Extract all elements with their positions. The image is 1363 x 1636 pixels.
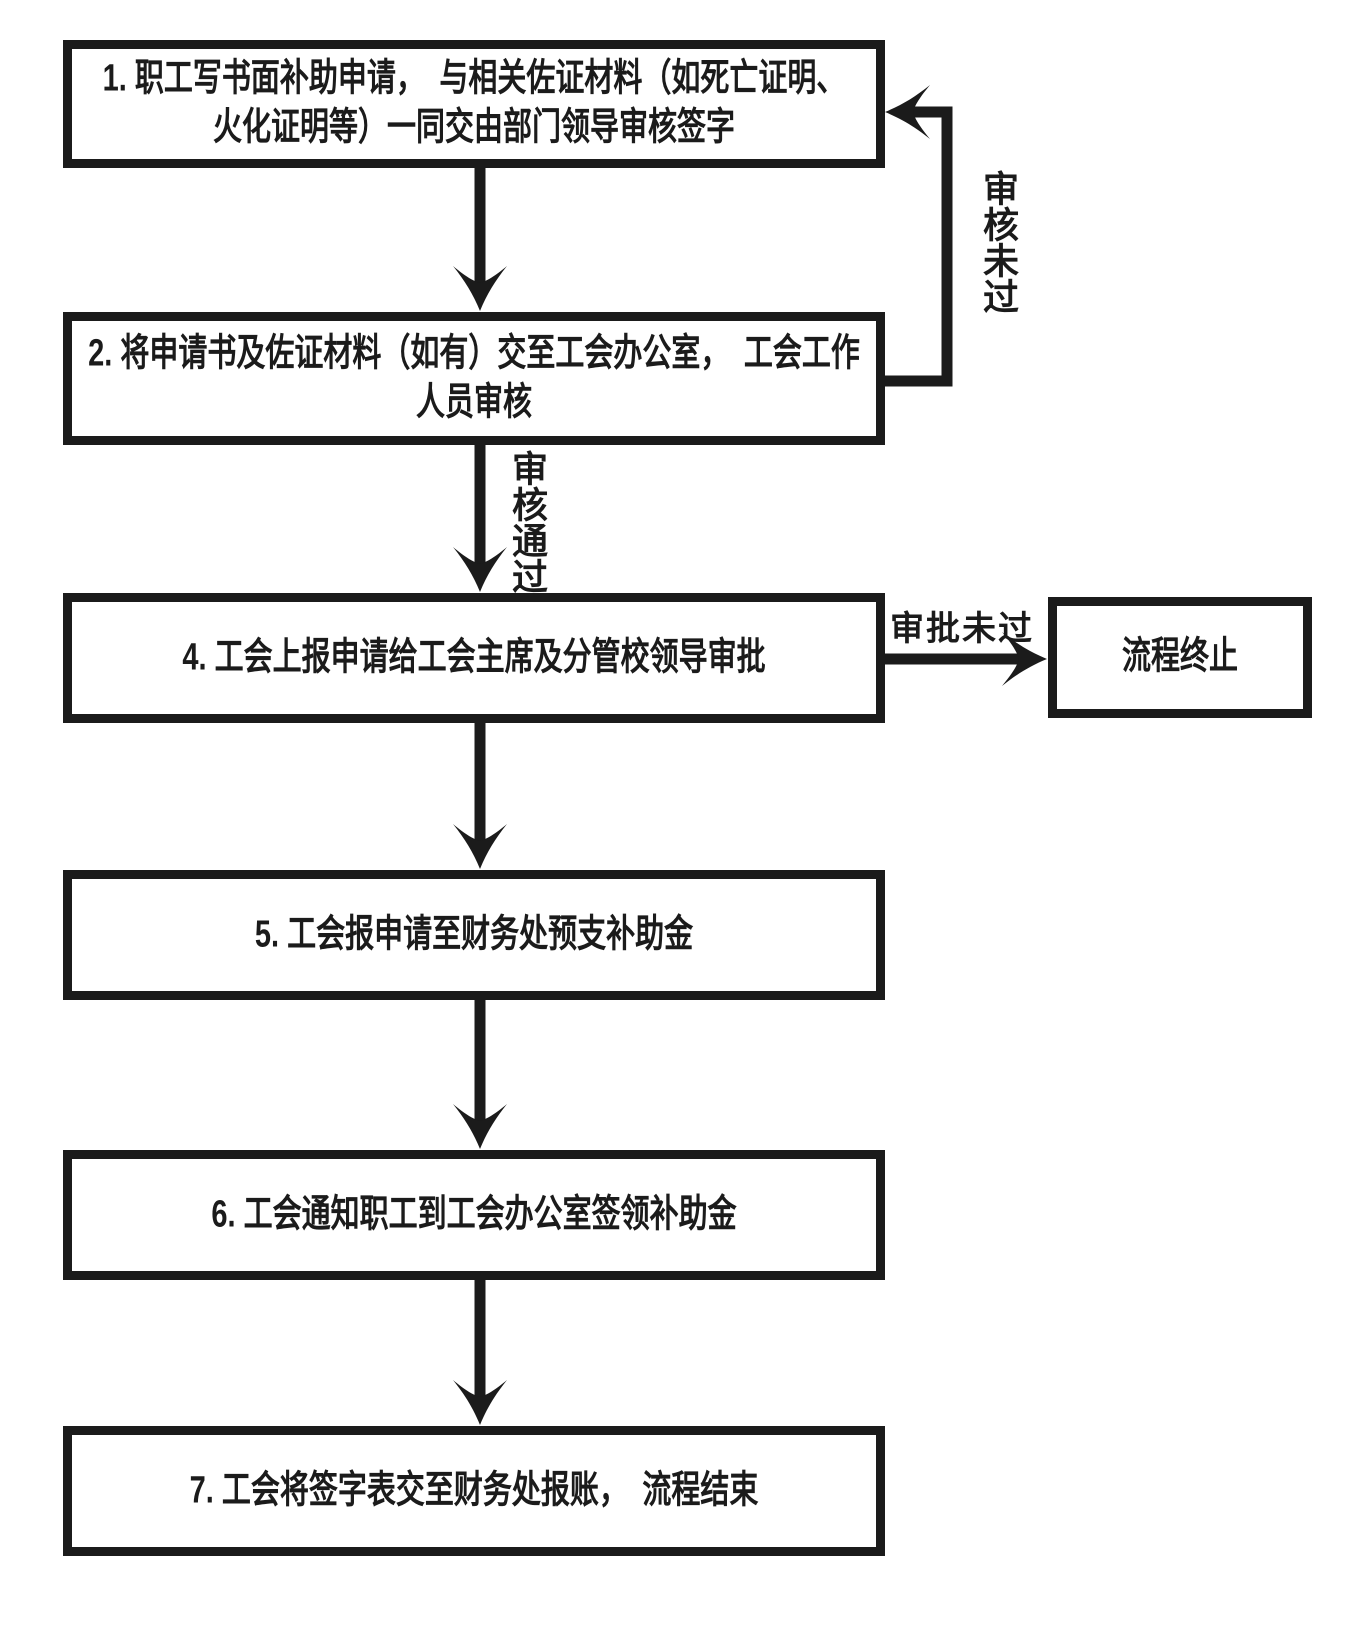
flow-step-5-box: 5. 工会报申请至财务处预支补助金	[63, 870, 885, 1000]
flow-step-2-text-line-2: 人员审核	[415, 381, 532, 424]
flow-step-1-text-line-2: 火化证明等）一同交由部门领导审核签字	[212, 106, 735, 149]
edge-label-review-fail: 审核未过	[978, 170, 1019, 314]
flow-step-7-text: 7. 工会将签字表交至财务处报账， 流程结束	[189, 1469, 759, 1512]
terminate-box: 流程终止	[1048, 597, 1312, 718]
flow-step-1-box: 1. 职工写书面补助申请， 与相关佐证材料（如死亡证明、 火化证明等）一同交由部…	[63, 40, 885, 168]
edge-label-review-pass: 审核通过	[507, 450, 548, 594]
connector-step2-to-step4	[453, 445, 507, 592]
connector-step1-to-step2	[453, 168, 507, 311]
flow-step-7-box: 7. 工会将签字表交至财务处报账， 流程结束	[63, 1426, 885, 1556]
connector-step4-to-terminate	[885, 632, 1047, 686]
flow-step-4-box: 4. 工会上报申请给工会主席及分管校领导审批	[63, 593, 885, 723]
flow-step-1-text-line-1: 1. 职工写书面补助申请， 与相关佐证材料（如死亡证明、	[102, 57, 846, 100]
flow-step-5-text: 5. 工会报申请至财务处预支补助金	[254, 913, 694, 956]
flow-step-2-box: 2. 将申请书及佐证材料（如有）交至工会办公室， 工会工作 人员审核	[63, 312, 885, 445]
flow-step-6-box: 6. 工会通知职工到工会办公室签领补助金	[63, 1150, 885, 1280]
flow-step-4-text: 4. 工会上报申请给工会主席及分管校领导审批	[182, 636, 766, 679]
connector-step6-to-step7	[453, 1280, 507, 1425]
connector-review-fail-loop	[885, 85, 953, 387]
flow-step-6-text: 6. 工会通知职工到工会办公室签领补助金	[211, 1193, 737, 1236]
connector-step5-to-step6	[453, 1000, 507, 1149]
connector-step4-to-step5	[453, 723, 507, 869]
terminate-box-text: 流程终止	[1121, 635, 1238, 678]
flow-step-2-text-line-1: 2. 将申请书及佐证材料（如有）交至工会办公室， 工会工作	[88, 332, 860, 375]
edge-label-approval-fail: 审批未过	[890, 610, 1034, 648]
